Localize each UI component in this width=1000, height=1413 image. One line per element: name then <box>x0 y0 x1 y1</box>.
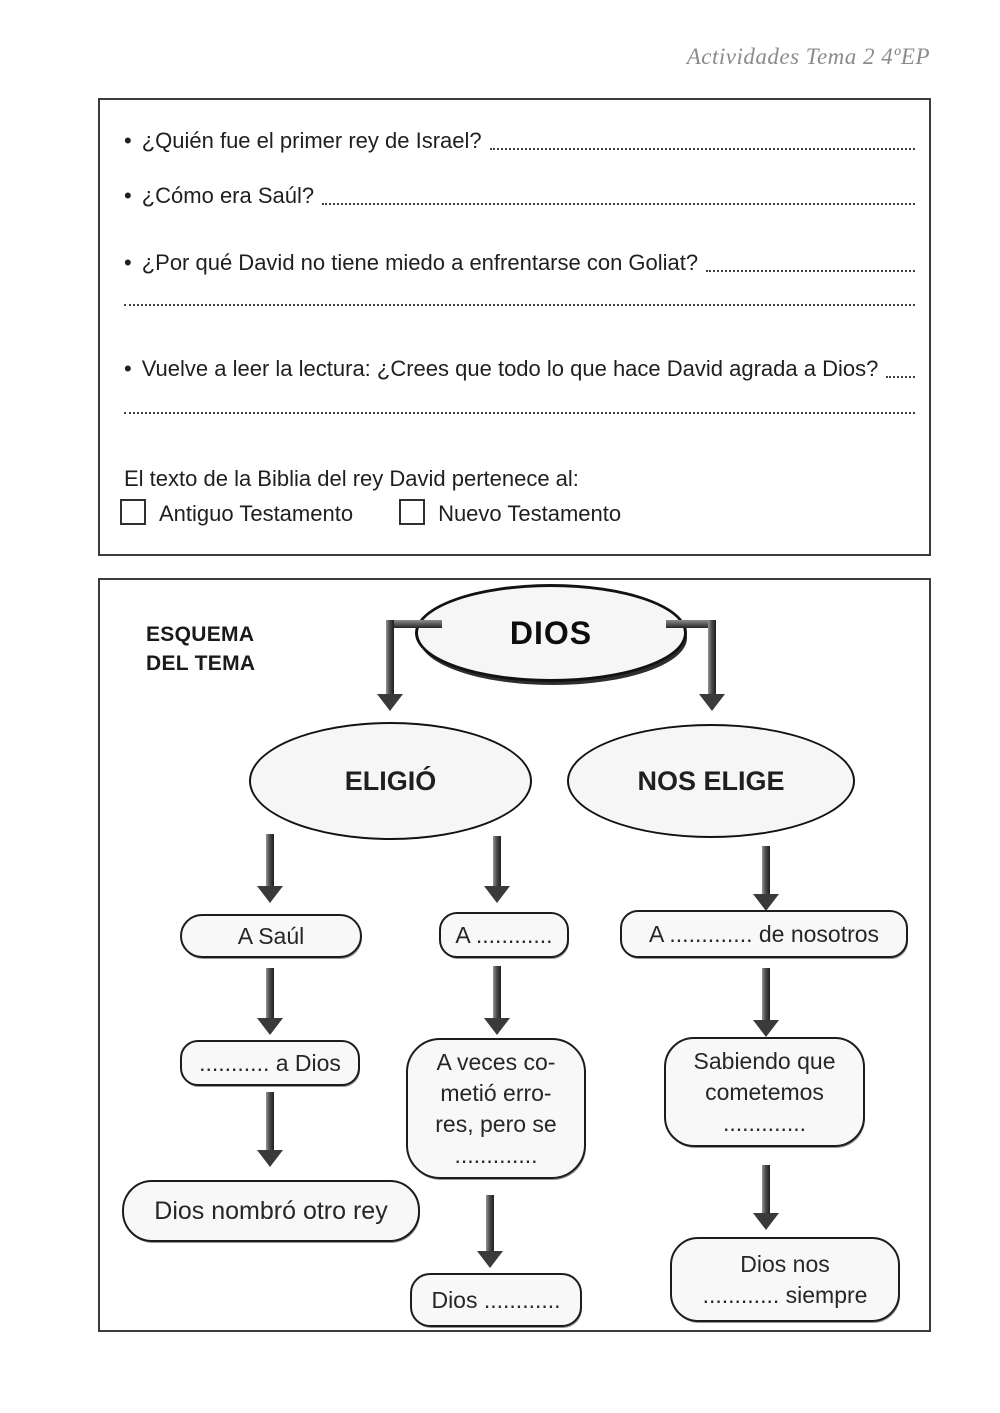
node-label-line: cometemos <box>705 1078 824 1105</box>
node-dios-nos-siempre: Dios nos ............ siempre <box>670 1237 900 1322</box>
connector-line <box>386 620 442 628</box>
question-row: • ¿Por qué David no tiene miedo a enfren… <box>124 248 915 278</box>
question-text: Vuelve a leer la lectura: ¿Crees que tod… <box>141 356 879 381</box>
node-a-de-nosotros: A ............. de nosotros <box>620 910 908 958</box>
checkbox-label: Nuevo Testamento <box>438 501 622 526</box>
node-label-line: ............. <box>454 1141 538 1168</box>
arrow-down-icon <box>762 968 770 1020</box>
node-label: ........... a Dios <box>199 1049 341 1076</box>
node-label-line: ............ siempre <box>702 1281 868 1308</box>
bullet-icon: • <box>124 128 132 153</box>
arrow-down-icon <box>266 1092 274 1150</box>
node-nos-elige: NOS ELIGE <box>567 724 855 838</box>
question-text: ¿Cómo era Saúl? <box>141 183 315 208</box>
arrow-down-icon <box>493 836 501 886</box>
answer-line[interactable] <box>124 304 915 306</box>
node-sabiendo-que-cometemos: Sabiendo que cometemos ............. <box>664 1037 865 1147</box>
node-dios: DIOS <box>415 584 687 682</box>
questions-panel: • ¿Quién fue el primer rey de Israel? • … <box>98 98 931 556</box>
answer-blank[interactable] <box>489 148 915 150</box>
arrow-down-icon <box>762 1165 770 1213</box>
node-label-line: Dios nos <box>740 1250 830 1277</box>
bullet-icon: • <box>124 356 132 381</box>
node-label: A ............ <box>455 921 553 948</box>
arrow-down-icon <box>493 966 501 1018</box>
node-label: A Saúl <box>237 922 305 949</box>
checkbox-antiguo[interactable] <box>120 499 146 525</box>
node-dios-blank: Dios ............ <box>410 1273 582 1327</box>
node-dios-nombro-otro-rey: Dios nombró otro rey <box>122 1180 420 1242</box>
question-row: • ¿Quién fue el primer rey de Israel? <box>124 126 915 156</box>
node-a-saul: A Saúl <box>180 914 362 958</box>
arrow-down-icon <box>266 968 274 1018</box>
page-header: Actividades Tema 2 4ºEP <box>686 44 930 69</box>
node-blank-a-dios: ........... a Dios <box>180 1040 360 1086</box>
testament-options: Antiguo Testamento Nuevo Testamento <box>120 499 622 527</box>
answer-blank[interactable] <box>322 203 915 205</box>
node-a-blank: A ............ <box>439 912 569 958</box>
answer-blank[interactable] <box>706 270 915 272</box>
diagram-title-line1: ESQUEMA <box>146 623 255 646</box>
bullet-icon: • <box>124 250 132 275</box>
answer-line[interactable] <box>124 412 915 414</box>
diagram-panel: ESQUEMA DEL TEMA DIOS ELIGIÓ NOS ELIGE A… <box>98 578 931 1332</box>
node-label: Dios ............ <box>431 1286 561 1313</box>
question-text: ¿Quién fue el primer rey de Israel? <box>141 128 482 153</box>
node-label: A ............. de nosotros <box>648 920 880 947</box>
node-dios-label: DIOS <box>509 614 593 651</box>
option-antiguo-testamento: Antiguo Testamento <box>120 499 354 527</box>
connector-line <box>666 620 716 628</box>
arrow-down-icon <box>266 834 274 886</box>
node-a-veces-cometio-errores: A veces co- metió erro- res, pero se ...… <box>406 1038 586 1179</box>
arrow-down-icon <box>708 620 716 694</box>
node-label: Dios nombró otro rey <box>154 1196 388 1225</box>
question-row: • Vuelve a leer la lectura: ¿Crees que t… <box>124 354 915 384</box>
arrow-down-icon <box>762 846 770 894</box>
node-label-line: res, pero se <box>435 1110 557 1137</box>
arrow-down-icon <box>486 1195 494 1251</box>
question-text: ¿Por qué David no tiene miedo a enfrenta… <box>141 250 699 275</box>
bullet-icon: • <box>124 183 132 208</box>
answer-blank[interactable] <box>886 376 915 378</box>
node-eligio-label: ELIGIÓ <box>344 765 437 796</box>
question-row: • ¿Cómo era Saúl? <box>124 181 915 211</box>
option-nuevo-testamento: Nuevo Testamento <box>399 499 622 527</box>
node-label-line: Sabiendo que <box>693 1047 836 1074</box>
checkbox-nuevo[interactable] <box>399 499 426 525</box>
diagram-title: ESQUEMA DEL TEMA <box>146 620 255 678</box>
checkbox-label: Antiguo Testamento <box>159 501 354 526</box>
diagram-title-line2: DEL TEMA <box>146 652 256 675</box>
node-label-line: ............. <box>722 1109 807 1136</box>
arrow-down-icon <box>386 620 394 694</box>
node-label-line: A veces co- <box>436 1048 556 1075</box>
node-eligio: ELIGIÓ <box>249 722 532 840</box>
testament-question: El texto de la Biblia del rey David pert… <box>124 466 579 491</box>
node-nos-elige-label: NOS ELIGE <box>637 765 785 796</box>
node-label-line: metió erro- <box>440 1079 552 1106</box>
